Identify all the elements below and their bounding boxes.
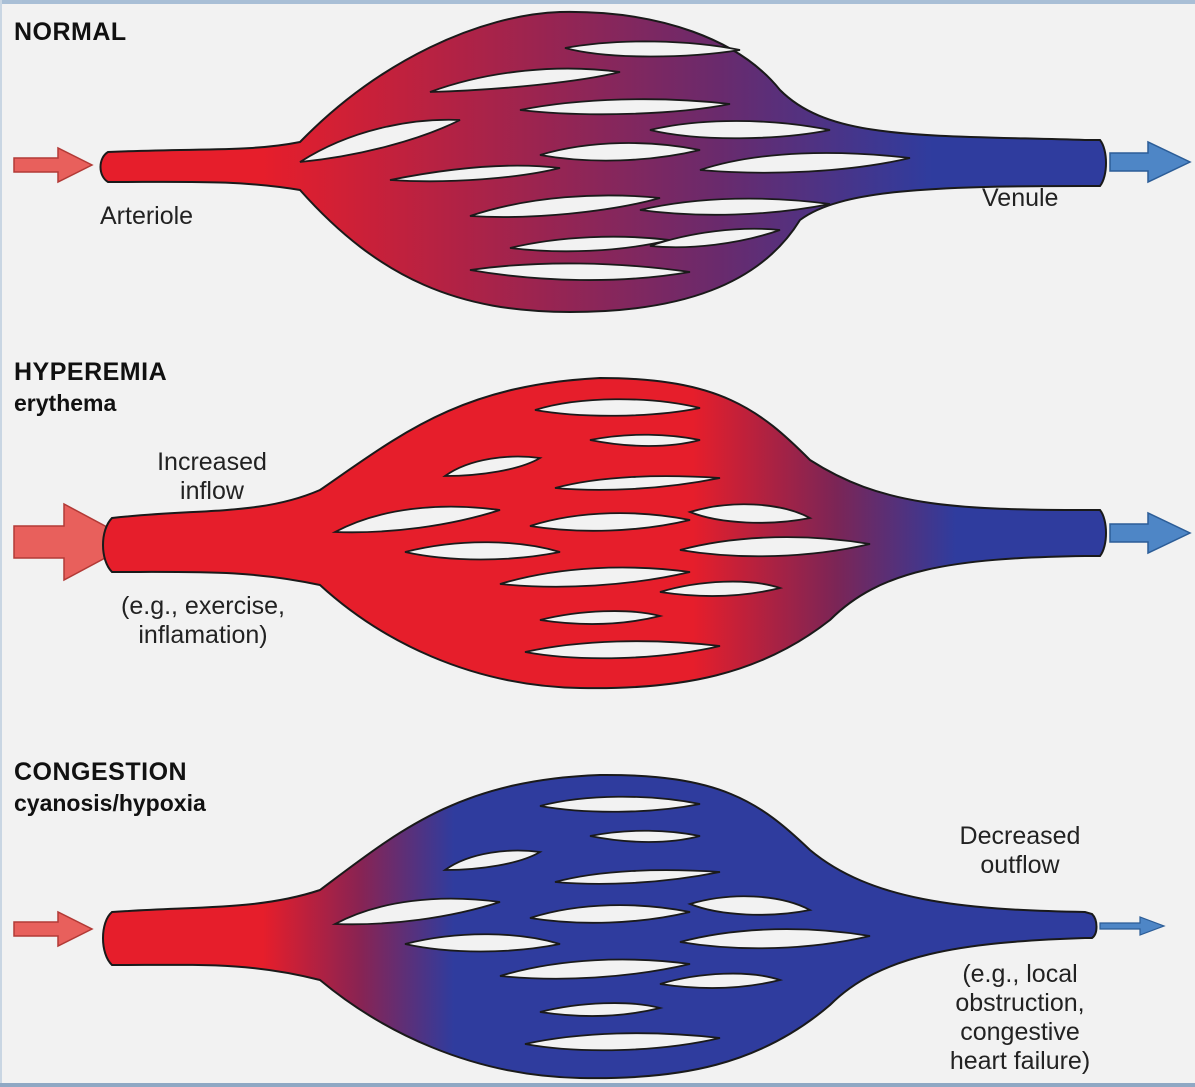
arteriole-inflow-arrow [14,148,92,182]
panel-title: CONGESTION [14,758,187,787]
decreased-outflow-label: Decreased outflow [920,822,1120,880]
hyperemia-examples-label: (e.g., exercise, inflamation) [68,592,338,650]
venule-label: Venule [982,184,1058,213]
example-line-4: heart failure) [910,1047,1130,1076]
congestion-examples-label: (e.g., local obstruction, congestive hea… [910,960,1130,1076]
panel-subtitle: cyanosis/hypoxia [14,790,206,817]
outflow-line-2: outflow [920,851,1120,880]
inflow-line-1: Increased [112,448,312,477]
example-line-2: obstruction, [910,989,1130,1018]
hyperemia-capillary-bed [0,340,1195,710]
panel-normal: NORMAL Arteriole Venule [0,0,1195,340]
venule-outflow-arrow [1110,142,1190,182]
panel-title: NORMAL [14,18,127,47]
panel-subtitle: erythema [14,390,116,417]
increased-inflow-label: Increased inflow [112,448,312,506]
example-line-1: (e.g., local [910,960,1130,989]
outflow-arrow [1110,513,1190,553]
decreased-outflow-arrow [1100,917,1164,935]
panel-congestion: CONGESTION cyanosis/hypoxia Decreased ou… [0,710,1195,1087]
example-line-2: inflamation) [68,621,338,650]
arteriole-label: Arteriole [100,202,193,231]
normal-capillary-bed [0,0,1195,340]
outflow-line-1: Decreased [920,822,1120,851]
panel-title: HYPEREMIA [14,358,167,387]
inflow-line-2: inflow [112,477,312,506]
example-line-3: congestive [910,1018,1130,1047]
inflow-arrow [14,912,92,946]
panel-hyperemia: HYPEREMIA erythema Increased inflow (e.g… [0,340,1195,710]
example-line-1: (e.g., exercise, [68,592,338,621]
